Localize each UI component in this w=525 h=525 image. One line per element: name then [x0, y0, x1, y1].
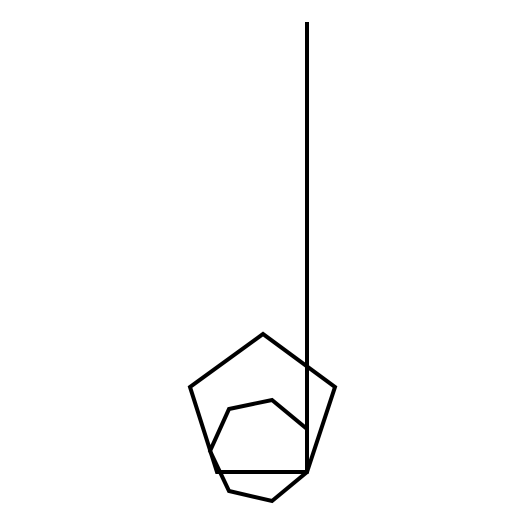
pentagon — [187, 331, 338, 474]
shapes-group — [187, 22, 338, 504]
heptagon — [207, 397, 309, 504]
